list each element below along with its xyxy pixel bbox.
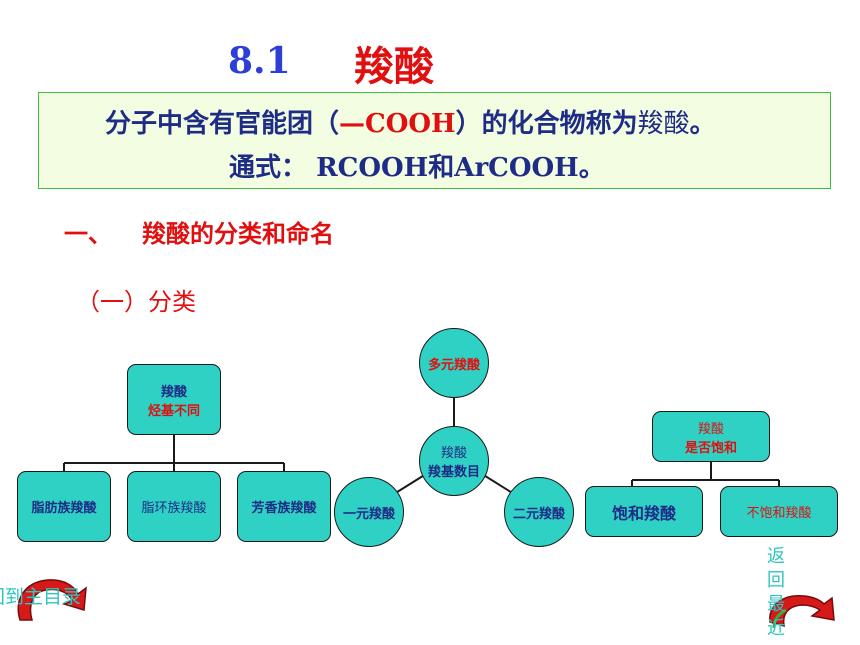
return-recent-char: 返 <box>767 546 785 567</box>
node-label: 羧酸 <box>440 446 467 461</box>
formula-end: 。 <box>578 153 605 183</box>
subsection-heading: （一）分类 <box>76 288 196 316</box>
node-aromatic-acid: 芳香族羧酸 <box>237 471 331 542</box>
section-heading-number: 一、 <box>64 220 112 248</box>
node-monocarboxylic-acid: 一元羧酸 <box>334 477 404 547</box>
node-polycarboxylic-acid: 多元羧酸 <box>419 328 489 398</box>
node-label: 羧酸 <box>697 421 724 437</box>
section-number: 8.1 <box>228 40 291 82</box>
definition-text: 分子中含有官能团（ <box>105 109 340 139</box>
return-recent-link[interactable]: 返 回 最 近 <box>767 545 791 641</box>
section-heading-text: 羧酸的分类和命名 <box>142 220 334 248</box>
return-arrow-icon[interactable] <box>0 572 112 622</box>
node-dicarboxylic-acid: 二元羧酸 <box>504 477 574 547</box>
formula-rcooh: RCOOH <box>316 153 429 183</box>
node-aliphatic-acid: 脂肪族羧酸 <box>17 471 111 542</box>
node-criterion: 烃基不同 <box>147 403 200 419</box>
node-criterion: 是否饱和 <box>684 440 737 456</box>
section-heading: 一、 羧酸的分类和命名 <box>64 214 334 249</box>
definition-text-2: ）的化合物称为 <box>455 109 638 139</box>
formula-arcooh: ArCOOH <box>454 153 579 183</box>
page-title: 羧酸 <box>354 44 434 90</box>
definition-term: 羧酸 <box>637 109 690 139</box>
return-recent-char: 近 <box>767 618 785 639</box>
node-label: 羧酸 <box>160 384 187 400</box>
return-recent-char: 最 <box>767 594 785 615</box>
node-criterion: 羧基数目 <box>427 465 480 480</box>
classification-root-saturation: 羧酸 是否饱和 <box>652 411 770 462</box>
definition-end: 。 <box>689 109 716 139</box>
classification-root-hydrocarbon: 羧酸 烃基不同 <box>127 364 221 435</box>
functional-group: —COOH <box>339 109 456 139</box>
node-unsaturated-acid: 不饱和羧酸 <box>720 486 838 537</box>
definition-line-1: 分子中含有官能团（—COOH）的化合物称为羧酸。 <box>105 103 716 140</box>
classification-root-carboxyl-count: 羧酸 羧基数目 <box>419 426 489 496</box>
formula-and: 和 <box>428 153 455 183</box>
formula-label: 通式： <box>229 153 308 183</box>
definition-box: 分子中含有官能团（—COOH）的化合物称为羧酸。 通式： RCOOH和ArCOO… <box>38 92 831 189</box>
return-recent-char: 回 <box>767 570 785 591</box>
return-recent-arrow-icon[interactable] <box>764 580 840 632</box>
node-alicyclic-acid: 脂环族羧酸 <box>127 471 221 542</box>
general-formula-line: 通式： RCOOH和ArCOOH。 <box>229 147 605 184</box>
back-to-main-menu-link[interactable]: 回到主目录 <box>0 586 82 608</box>
node-saturated-acid: 饱和羧酸 <box>585 486 703 537</box>
